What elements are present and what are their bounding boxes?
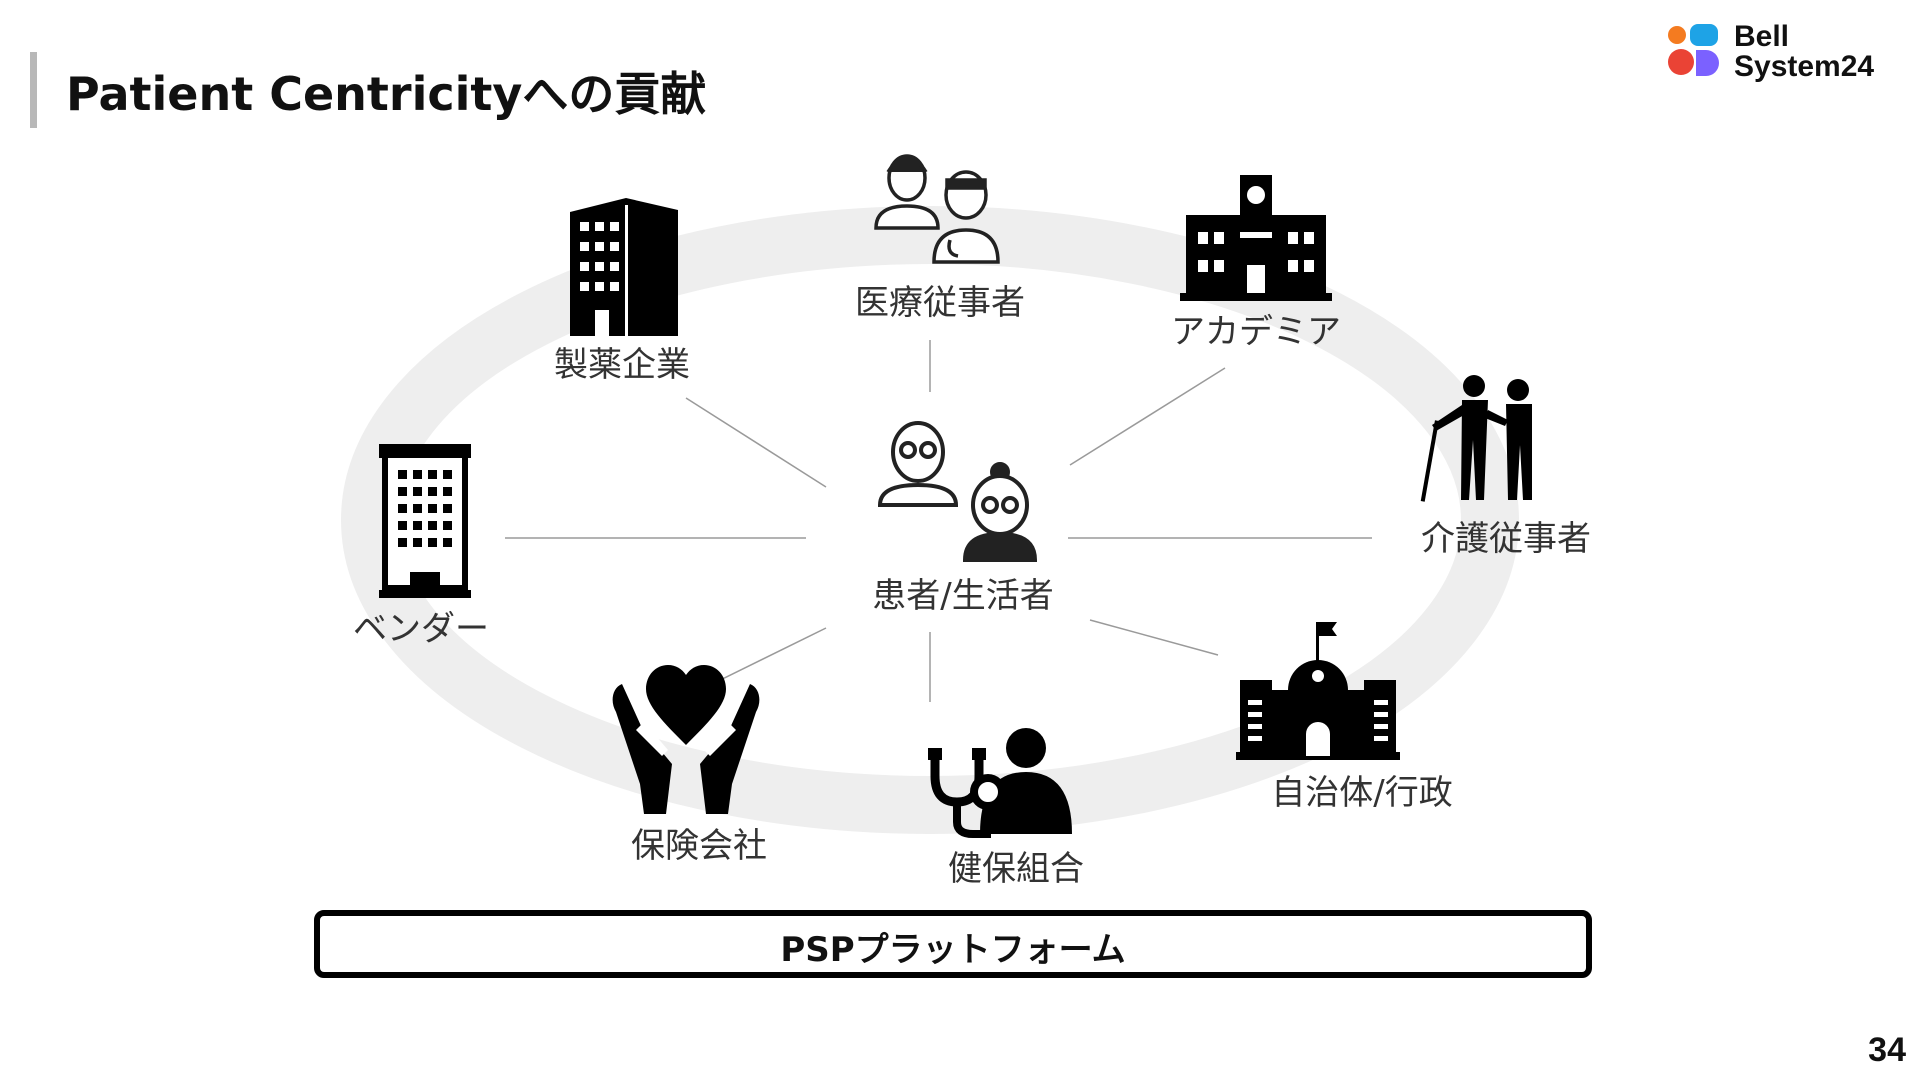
label-patients: 患者/生活者 — [872, 576, 1053, 616]
psp-platform-box: PSPプラットフォーム — [314, 910, 1592, 978]
elderly-couple-icon — [877, 421, 1038, 562]
caregiver-icon — [1420, 375, 1532, 502]
label-pharma: 製薬企業 — [554, 345, 690, 385]
heart-hands-icon — [612, 665, 760, 814]
stethoscope-person-icon — [928, 728, 1072, 838]
logo-line-2: System24 — [1734, 50, 1875, 83]
connector-pharma — [685, 397, 827, 488]
page-number: 34 — [1868, 1031, 1906, 1069]
label-vendor: ベンダー — [353, 609, 489, 649]
connector-lines — [505, 340, 1372, 702]
label-health-insurance: 健保組合 — [948, 849, 1084, 889]
label-academia: アカデミア — [1171, 312, 1341, 352]
label-caregivers: 介護従事者 — [1421, 519, 1591, 559]
label-doctors: 医療従事者 — [855, 283, 1025, 323]
psp-platform-label: PSPプラットフォーム — [780, 930, 1126, 970]
university-icon — [1180, 175, 1332, 301]
logo-line-1: Bell — [1734, 20, 1790, 53]
doctors-icon — [874, 154, 1000, 264]
label-insurance: 保険会社 — [631, 826, 767, 866]
label-government: 自治体/行政 — [1271, 773, 1452, 813]
company-logo: Bell System24 — [1668, 22, 1898, 84]
city-hall-icon — [1236, 622, 1400, 760]
pharma-building-icon — [570, 198, 678, 336]
office-building-icon — [379, 444, 471, 598]
connector-government — [1089, 619, 1219, 656]
title-accent-bar — [30, 52, 37, 128]
connector-academia — [1069, 367, 1226, 466]
page-title: Patient Centricityへの貢献 — [66, 67, 707, 121]
ecosystem-ring — [341, 206, 1519, 834]
logo-text: Bell System24 — [1734, 22, 1874, 82]
logo-mark-icon — [1668, 24, 1719, 76]
